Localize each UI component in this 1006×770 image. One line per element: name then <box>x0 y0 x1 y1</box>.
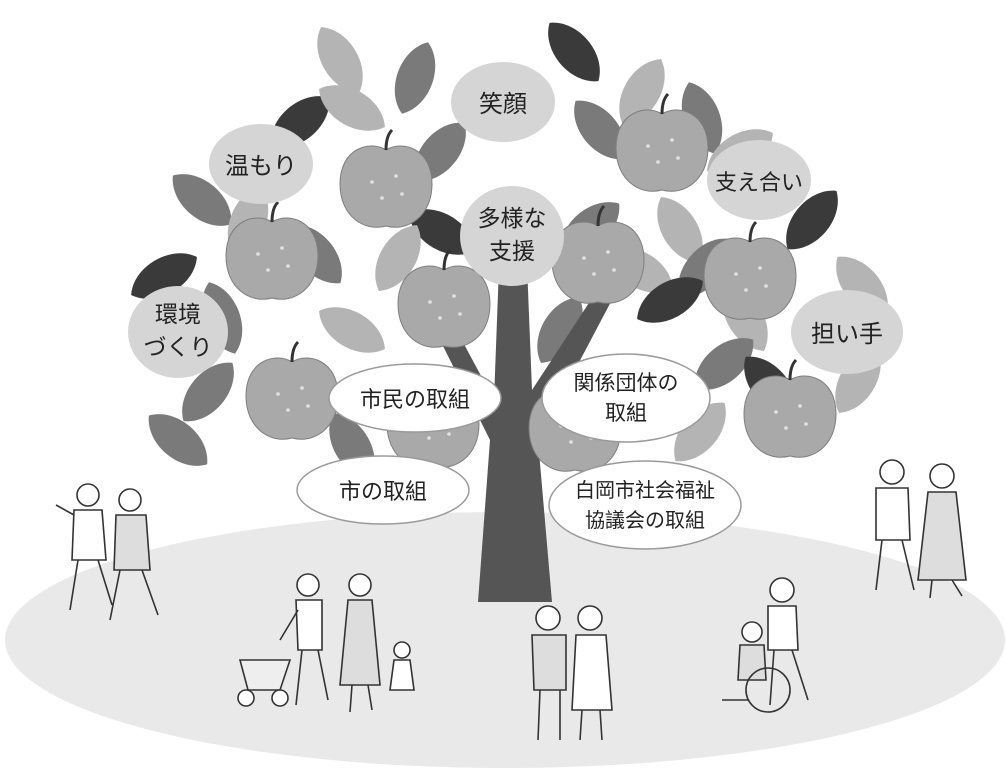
value-bubble-warmth: 温もり <box>209 124 313 204</box>
value-label-warmth: 温もり <box>225 152 297 180</box>
apple-5 <box>551 204 645 304</box>
apple-2 <box>615 92 709 192</box>
value-label-diverse-line1: 多様な <box>478 206 547 232</box>
initiative-bubble-organizations: 関係団体の 取組 <box>541 353 711 443</box>
value-bubble-environment: 環境 づくり <box>128 286 228 378</box>
initiative-bubble-welfare-council: 白岡市社会福祉 協議会の取組 <box>548 460 742 550</box>
initiative-label-organizations-line2: 取組 <box>605 401 647 425</box>
value-label-smile: 笑顔 <box>479 90 527 118</box>
value-label-environment-line2: づくり <box>144 335 213 361</box>
ground-ellipse <box>5 512 1005 768</box>
leaf-3 <box>535 11 613 93</box>
apple-7 <box>245 340 339 440</box>
initiative-bubble-citizens: 市民の取組 <box>328 363 502 433</box>
value-label-diverse-line2: 支援 <box>489 239 535 265</box>
apple-1 <box>339 128 433 228</box>
value-bubble-mutual-support: 支え合い <box>707 140 811 220</box>
initiative-label-council-line2: 協議会の取組 <box>585 508 705 532</box>
value-label-mutual-support: 支え合い <box>715 171 803 196</box>
value-label-bearers: 担い手 <box>811 320 883 348</box>
value-bubble-smile: 笑顔 <box>451 62 555 142</box>
value-bubble-diverse-support: 多様な 支援 <box>460 186 564 286</box>
apple-4 <box>397 248 491 348</box>
people-walking-pair-illustration <box>55 483 159 621</box>
tree-trunk <box>420 240 614 602</box>
initiative-label-council-line1: 白岡市社会福祉 <box>575 478 715 502</box>
value-bubble-bearers: 担い手 <box>791 290 903 374</box>
elderly-couple-illustration <box>531 605 613 741</box>
wheelchair-pair-illustration <box>722 577 809 713</box>
family-with-stroller-illustration <box>237 573 415 713</box>
initiative-label-citizens: 市民の取組 <box>360 388 470 413</box>
leaf-2 <box>385 36 445 120</box>
value-label-environment-line1: 環境 <box>155 302 201 328</box>
initiative-label-organizations-line1: 関係団体の <box>574 371 679 395</box>
apple-3 <box>225 200 319 300</box>
initiative-bubble-city: 市の取組 <box>296 455 470 525</box>
apple-6 <box>703 220 797 320</box>
leaf-23 <box>310 295 394 365</box>
elderly-women-shopping-illustration <box>875 459 967 599</box>
apple-9 <box>743 358 837 458</box>
initiative-label-city: 市の取組 <box>339 480 427 505</box>
